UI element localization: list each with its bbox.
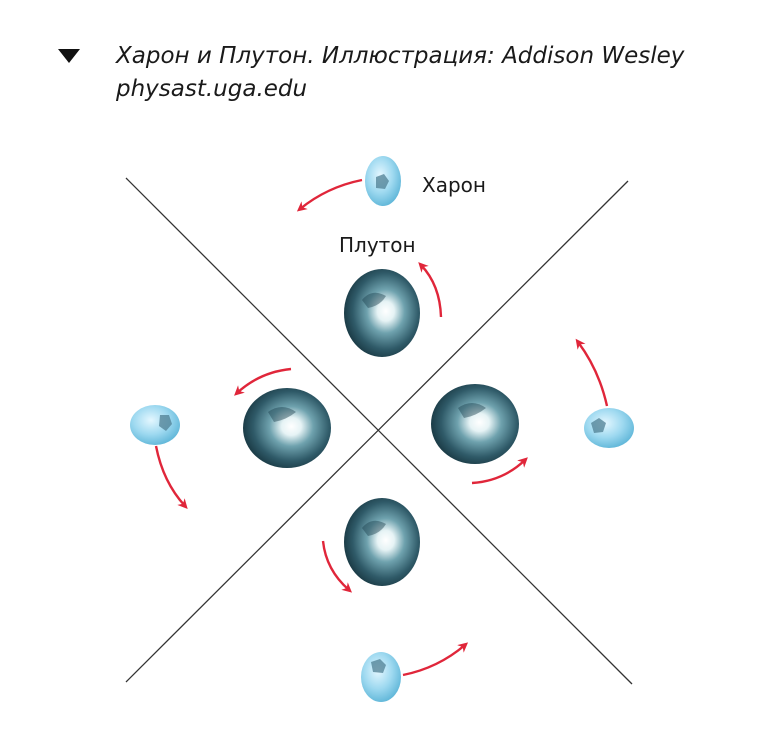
triangle-down-icon: [58, 49, 80, 63]
diagonal-line-2: [125, 180, 629, 683]
charon-top: [365, 156, 401, 206]
pluto-right-arrow: [471, 457, 528, 485]
pluto-bottom-arrow: [321, 540, 353, 593]
pluto-top-arrow: [418, 262, 443, 318]
charon-bottom-arrow: [402, 642, 469, 677]
charon-bottom: [361, 652, 401, 702]
pluto-left-arrow: [234, 367, 292, 396]
charon-right-arrow: [575, 338, 609, 407]
pluto-left: [243, 388, 331, 468]
pluto-top: [344, 269, 420, 357]
charon-left: [130, 405, 180, 445]
charon-left-arrow: [154, 445, 188, 509]
pluto-right: [431, 384, 519, 464]
caption-text: Харон и Плутон. Иллюстрация: Addison Wes…: [116, 40, 684, 106]
pluto-bottom: [344, 498, 420, 586]
charon-right: [584, 408, 634, 448]
label-charon: Харон: [422, 173, 486, 197]
charon-top-arrow: [296, 178, 363, 212]
caption-line-1: Харон и Плутон. Иллюстрация: Addison Wes…: [116, 43, 685, 69]
label-pluto: Плутон: [339, 233, 416, 257]
diagonal-line-1: [125, 177, 633, 685]
caption-line-2: physast.uga.edu: [116, 76, 308, 102]
